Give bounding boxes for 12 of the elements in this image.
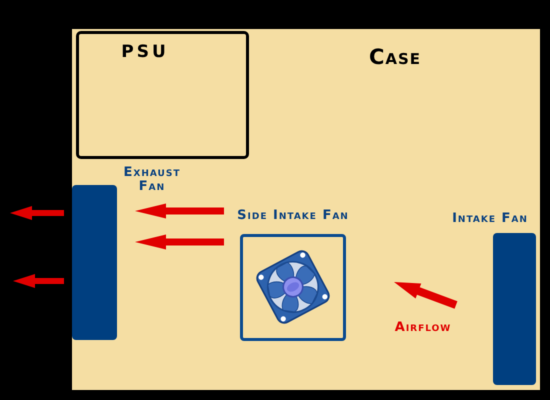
psu-box: [76, 31, 249, 159]
fan-label: Side Intake Fan: [237, 209, 349, 223]
fan-label: Exhaust Fan: [124, 166, 180, 194]
arrow: [135, 204, 224, 218]
case-title: Case: [368, 46, 422, 68]
case-panel: [72, 29, 540, 390]
psu-label: PSU: [121, 44, 169, 62]
airflow-label: Airflow: [394, 321, 452, 335]
fan-label: Intake Fan: [452, 212, 528, 226]
arrow: [135, 234, 224, 250]
arrow: [10, 206, 64, 220]
arrow: [13, 274, 64, 288]
